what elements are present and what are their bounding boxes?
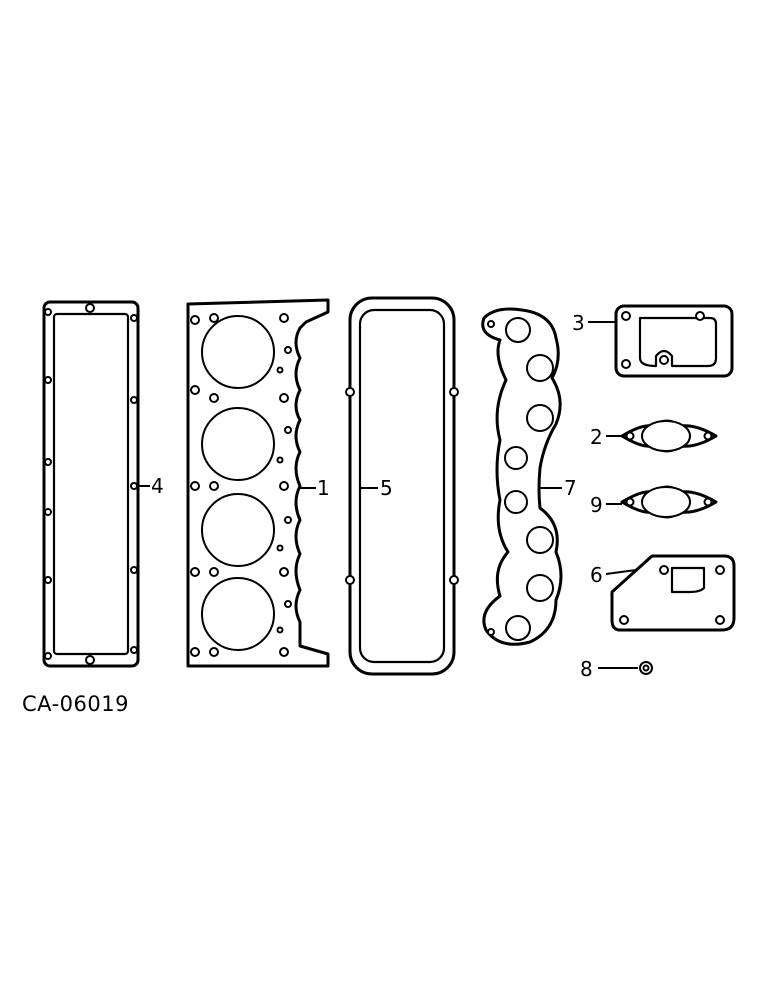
part-4-label: 4	[151, 474, 164, 498]
part-6-label: 6	[590, 563, 603, 587]
part-5-gasket	[345, 296, 459, 676]
part-2-gasket	[620, 419, 718, 453]
part-4-gasket	[42, 300, 140, 668]
part-1-head-gasket	[186, 298, 330, 668]
part-3-label: 3	[572, 311, 585, 335]
part-3-gasket	[614, 304, 734, 378]
part-7-label: 7	[564, 476, 577, 500]
part-6-gasket	[610, 554, 736, 632]
part-7-manifold-gasket	[481, 307, 563, 646]
part-9-gasket	[620, 485, 718, 519]
figure-code: CA-06019	[22, 692, 129, 716]
part-8-washer	[639, 661, 653, 675]
part-8-label: 8	[580, 657, 593, 681]
part-2-label: 2	[590, 425, 603, 449]
part-9-label: 9	[590, 493, 603, 517]
part-1-label: 1	[317, 476, 330, 500]
part-5-label: 5	[380, 476, 393, 500]
part-6-leader	[605, 569, 637, 575]
